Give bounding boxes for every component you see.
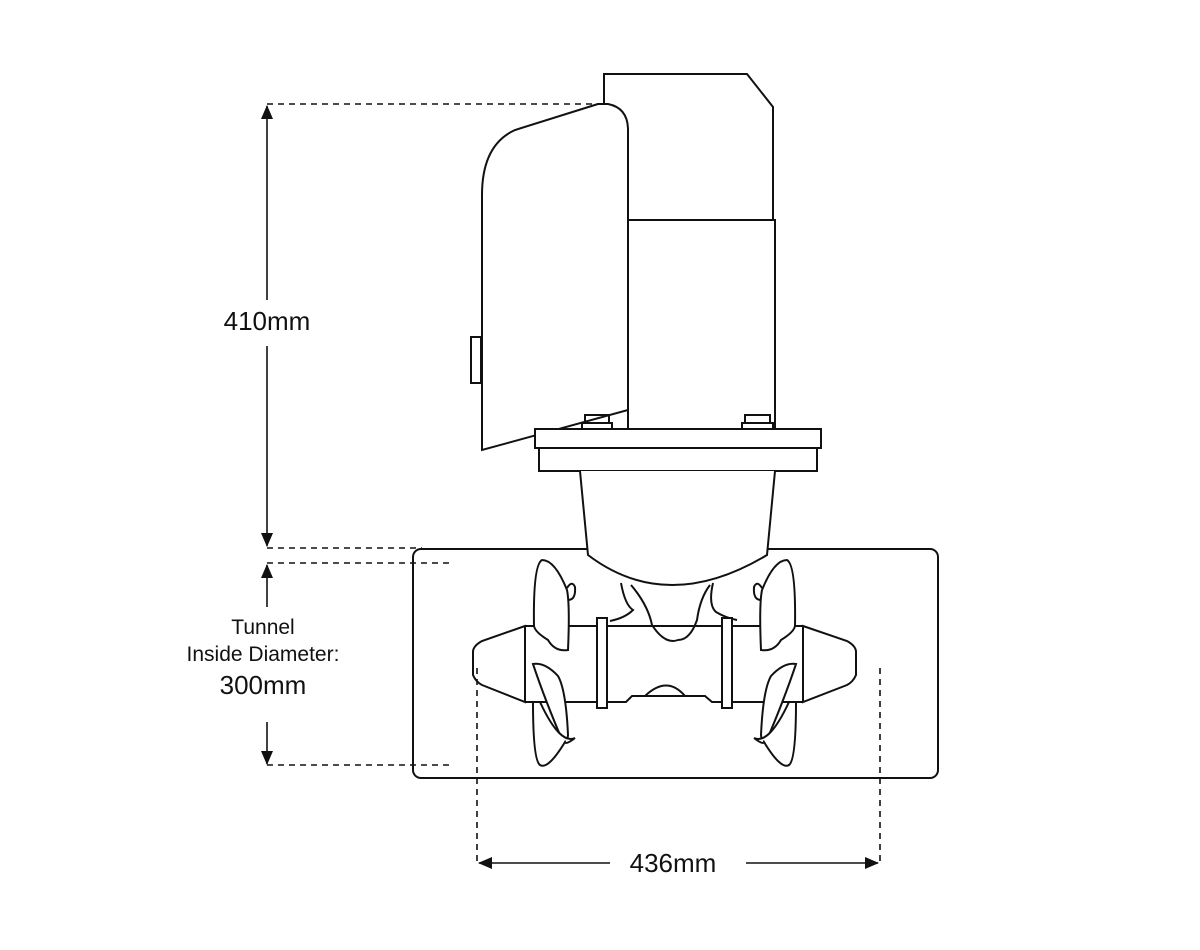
blade [566,582,577,601]
blade [753,701,798,767]
width-label: 436mm [618,848,728,879]
mount-plate [538,447,818,472]
height-label: 410mm [212,306,322,337]
blade [759,662,798,744]
blade [532,558,570,652]
extension-lines [267,103,881,863]
blade [531,662,570,744]
cover-tab [470,336,482,384]
collar-left [596,617,608,709]
shaft-bump [644,684,686,697]
tunnel-diameter-label: 300mm [219,670,307,700]
flange [534,428,822,449]
motor-cover [481,103,629,452]
hub-left [472,624,526,704]
hub-right [802,624,857,704]
bolt-right-head [744,414,771,424]
gear-leg [609,582,738,642]
blade [531,701,576,767]
bolt-left-head [584,414,610,424]
blade [752,582,763,601]
motor-top [603,73,774,220]
collar-right [721,617,733,709]
gear-housing [579,470,776,586]
tunnel-label-line1: Tunnel [231,616,295,639]
tunnel-label-line2: Inside Diameter: [186,643,340,666]
motor-body [627,219,776,431]
blade [759,558,797,652]
